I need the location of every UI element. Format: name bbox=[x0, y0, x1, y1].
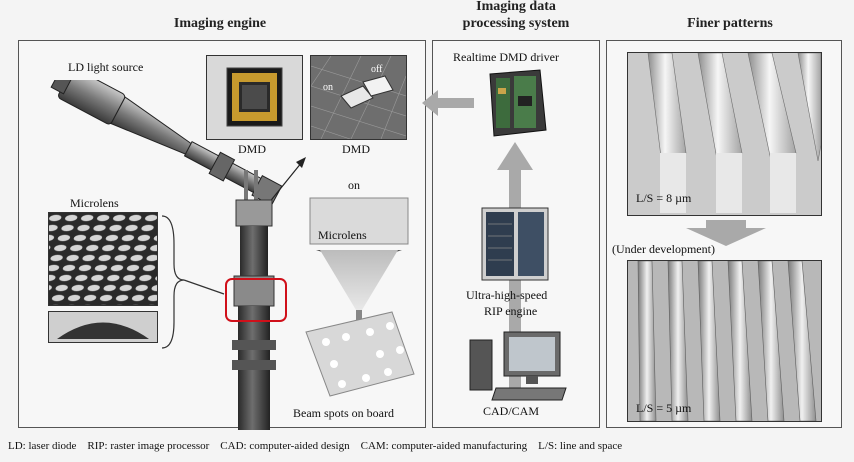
engine-to-dmd-arrow bbox=[267, 157, 306, 205]
imaging-engine-title: Imaging engine bbox=[173, 16, 267, 31]
dmd-on-small-label: on bbox=[323, 82, 333, 93]
under-development-label: (Under development) bbox=[612, 242, 715, 256]
on-label: on bbox=[348, 178, 360, 192]
realtime-dmd-driver-label: Realtime DMD driver bbox=[453, 50, 559, 64]
data-processing-title-line2: processing system bbox=[462, 16, 570, 31]
ld-light-source-illustration bbox=[50, 80, 283, 207]
ls-5um-pattern bbox=[628, 261, 821, 421]
ld-light-source-label: LD light source bbox=[68, 60, 144, 74]
imaging-engine-column-illustration bbox=[232, 170, 276, 430]
microlens-bracket bbox=[161, 215, 225, 349]
rip-engine-server-illustration bbox=[481, 207, 549, 281]
driver-to-dmd-arrow bbox=[422, 90, 474, 116]
dmd-left-label: DMD bbox=[238, 142, 267, 156]
dmd-chip-illustration bbox=[226, 67, 283, 127]
dmd-chip-photo bbox=[206, 55, 303, 140]
microlens-beam-illustration bbox=[305, 197, 415, 397]
beam-spots-label: Beam spots on board bbox=[293, 406, 394, 420]
finer-patterns-title: Finer patterns bbox=[687, 16, 773, 31]
ls-8um-label: L/S = 8 µm bbox=[636, 191, 692, 205]
ls-5um-label: L/S = 5 µm bbox=[636, 401, 692, 415]
ls-5um-sem-photo: L/S = 5 µm bbox=[627, 260, 822, 422]
microlens-array-photo bbox=[48, 212, 158, 306]
microlens-right-label: Microlens bbox=[318, 228, 367, 242]
microlens-array-pattern bbox=[49, 213, 157, 305]
dmd-off-small-label: off bbox=[371, 64, 383, 75]
microlens-left-label: Microlens bbox=[70, 196, 119, 210]
microlens-profile-photo bbox=[48, 311, 158, 343]
rip-engine-line2: RIP engine bbox=[484, 304, 538, 318]
microlens-highlight-box bbox=[225, 278, 287, 322]
dmd-right-label: DMD bbox=[342, 142, 371, 156]
down-arrow bbox=[686, 220, 766, 246]
dmd-driver-board-illustration bbox=[489, 69, 547, 137]
rip-engine-line1: Ultra-high-speed bbox=[466, 288, 548, 302]
dmd-mirror-grid-illustration bbox=[311, 56, 406, 139]
dmd-mirror-photo: on off bbox=[310, 55, 407, 140]
microlens-profile-shape bbox=[57, 322, 149, 339]
cad-cam-label: CAD/CAM bbox=[483, 404, 540, 418]
ls-8um-pattern bbox=[628, 53, 821, 215]
abbreviation-legend: LD: laser diode RIP: raster image proces… bbox=[8, 440, 623, 452]
data-processing-title-line1: Imaging data bbox=[476, 0, 556, 14]
cad-cam-computer-illustration bbox=[469, 331, 567, 401]
ls-8um-sem-photo: L/S = 8 µm bbox=[627, 52, 822, 216]
